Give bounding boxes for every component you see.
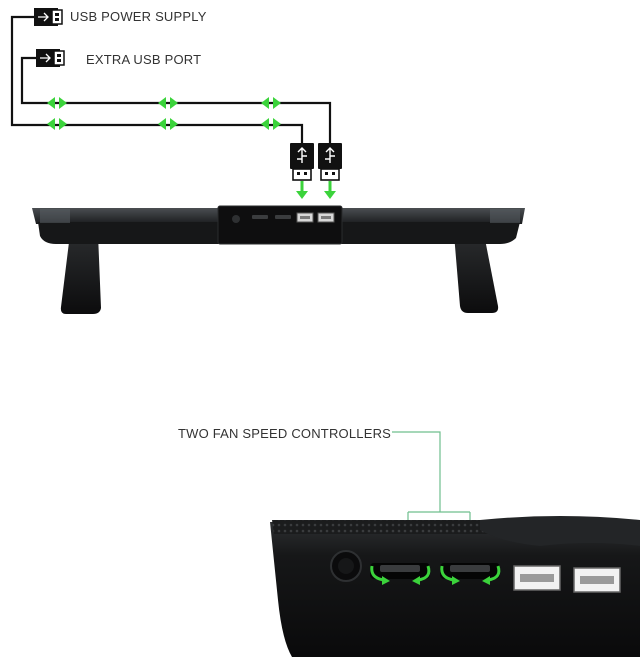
power-button [330, 550, 362, 582]
usb-plug-icon [36, 49, 65, 67]
usb-plug-icon [290, 143, 314, 181]
usb-plug-icon [34, 8, 63, 26]
fan-speed-knob-icon [370, 563, 431, 585]
cooling-pad [32, 205, 525, 314]
right-stand-leg [454, 234, 499, 313]
arrow-icon [324, 181, 336, 199]
arrow-icon [158, 118, 178, 130]
power-supply-cable [10, 15, 304, 150]
control-panel-closeup [270, 516, 640, 657]
fan-speed-controllers-label: TWO FAN SPEED CONTROLLERS [178, 426, 392, 441]
extra-port-cable [20, 56, 332, 148]
usb-power-supply-label: USB POWER SUPPLY [70, 9, 207, 24]
usb-plug-icon [318, 143, 342, 181]
arrow-icon [261, 118, 281, 130]
usb-cables [10, 15, 332, 150]
arrow-icon [261, 97, 281, 109]
left-stand-leg [60, 234, 101, 314]
port-module [217, 205, 343, 245]
fan-speed-knob-icon [440, 563, 501, 585]
cable-arrows [47, 97, 281, 130]
usb-port [573, 567, 621, 593]
arrow-icon [47, 118, 67, 130]
arrow-icon [158, 97, 178, 109]
arrow-icon [47, 97, 67, 109]
extra-usb-port-label: EXTRA USB PORT [86, 52, 202, 67]
arrow-icon [296, 181, 308, 199]
usb-port [513, 565, 561, 591]
